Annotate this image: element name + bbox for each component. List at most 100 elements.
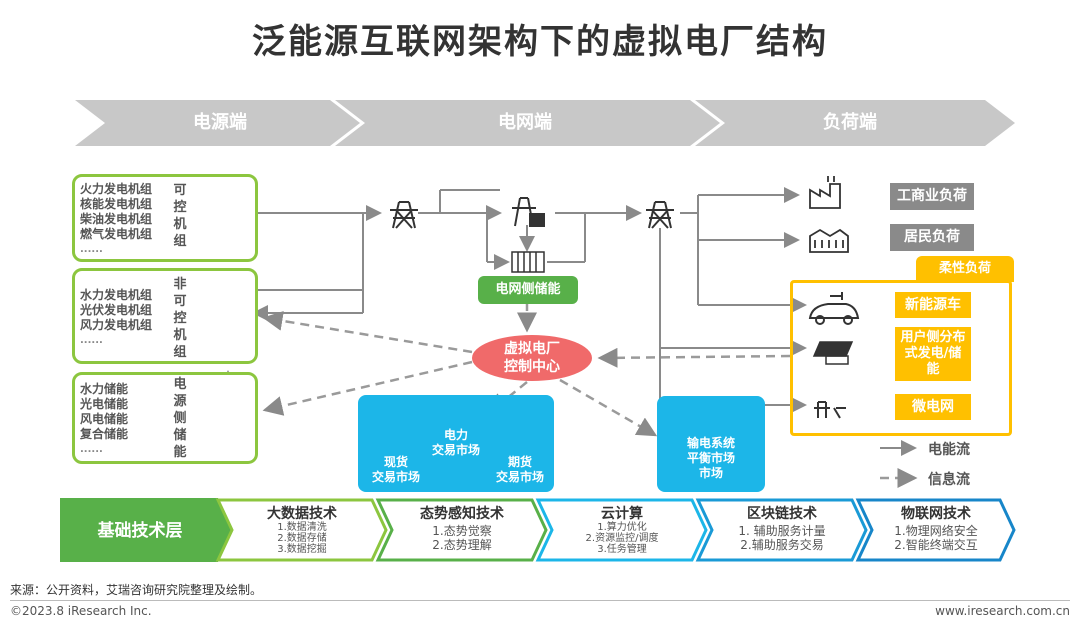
base-layer-block: [60, 498, 232, 562]
solar-storage-icon: [812, 341, 854, 365]
list-item: 核能发电机组: [80, 197, 153, 211]
label-line: 交易市场: [371, 470, 420, 484]
microgrid-icon: [814, 401, 846, 419]
tech-items: 1.物理网络安全 2.智能终端交互: [866, 524, 1006, 552]
tech-title: 大数据技术: [267, 506, 337, 522]
tech-chevron: [535, 498, 708, 562]
label-line: 用户侧分布: [900, 330, 966, 345]
noncontrollable-units-list: 水力发电机组 光伏发电机组 风力发电机组 ......: [80, 288, 152, 348]
tech-items: 1.态势觉察 2.态势理解: [392, 524, 532, 552]
factory-icon: [809, 176, 841, 209]
label-line: 平衡市场: [686, 451, 735, 465]
source-storage-box: [72, 372, 258, 464]
list-item: 光伏发电机组: [80, 303, 153, 317]
tech-title: 云计算: [601, 506, 643, 522]
storage-container-icon: [511, 251, 545, 273]
tech-chevron: [375, 498, 548, 562]
vpp-line2: 控制中心: [504, 359, 560, 375]
list-item: ......: [80, 335, 103, 346]
list-item: 3.任务管理: [597, 544, 647, 555]
list-item: 柴油发电机组: [80, 212, 153, 226]
tech-chevron: [215, 498, 388, 562]
header-grid: 电网端: [498, 112, 552, 133]
flexible-load-box: [790, 280, 1012, 436]
power-market-label: 电力 交易市场: [422, 428, 490, 458]
tech-title: 物联网技术: [901, 506, 971, 522]
label-line: 交易市场: [495, 470, 544, 484]
source-storage-label: 电源侧储能: [173, 377, 187, 460]
list-item: 1.态势觉察: [432, 524, 492, 538]
noncontrollable-units-box: [72, 268, 258, 364]
legend-info: 信息流: [928, 472, 970, 488]
list-item: 燃气发电机组: [80, 227, 153, 241]
header-load: 负荷端: [823, 112, 877, 133]
list-item: ......: [80, 444, 103, 455]
list-item: 复合储能: [80, 427, 129, 441]
distributed-load: 用户侧分布 式发电/储 能: [895, 327, 971, 381]
controllable-units-list: 火力发电机组 核能发电机组 柴油发电机组 燃气发电机组 ......: [80, 182, 152, 257]
legend-energy: 电能流: [928, 442, 970, 458]
header-chevron-load: [695, 100, 1015, 146]
base-layer-label: 基础技术层: [97, 521, 183, 541]
tech-items: 1. 辅助服务计量 2.辅助服务交易: [712, 524, 852, 552]
label-line: 能: [926, 362, 940, 377]
list-item: ......: [80, 244, 103, 255]
transmission-tower-icon: [646, 201, 674, 229]
residential-load: 居民负荷: [890, 224, 974, 251]
label-line: 现货: [383, 455, 408, 469]
spot-market-label: 现货 交易市场: [362, 455, 430, 485]
balance-market-label: 输电系统 平衡市场 市场: [667, 436, 755, 481]
label-line: 期货: [507, 455, 532, 469]
tech-items: 1.数据清洗 2.数据存储 3.数据挖掘: [232, 522, 372, 555]
footer-divider: [10, 600, 1070, 601]
list-item: 2.态势理解: [432, 538, 492, 552]
microgrid-load: 微电网: [895, 394, 971, 420]
trading-market-panel: [358, 395, 554, 492]
noncontrollable-units-label: 非可控机组: [173, 277, 187, 360]
tech-items: 1.算力优化 2.资源监控/调度 3.任务管理: [552, 522, 692, 555]
industrial-load: 工商业负荷: [890, 183, 974, 210]
futures-market-label: 期货 交易市场: [486, 455, 554, 485]
residential-building-icon: [809, 228, 849, 253]
list-item: 1.物理网络安全: [894, 524, 978, 538]
source-note: 来源：公开资料，艾瑞咨询研究院整理及绘制。: [10, 583, 263, 597]
ev-load: 新能源车: [895, 292, 971, 318]
list-item: 风力发电机组: [80, 318, 153, 332]
list-item: 光电储能: [80, 397, 129, 411]
tech-title: 区块链技术: [747, 506, 817, 522]
balance-market-panel: [657, 396, 765, 492]
header-chevron-grid: [335, 100, 720, 146]
list-item: 火力发电机组: [80, 182, 153, 196]
website-link[interactable]: www.iresearch.com.cn: [935, 604, 1070, 618]
list-item: 2.数据存储: [277, 533, 327, 544]
list-item: 3.数据挖掘: [277, 544, 327, 555]
electric-car-icon: [808, 292, 860, 325]
vpp-line1: 虚拟电厂: [504, 341, 560, 357]
list-item: 2.智能终端交互: [894, 538, 978, 552]
list-item: 2.资源监控/调度: [585, 533, 659, 544]
tech-chevron: [855, 498, 1016, 562]
page-title: 泛能源互联网架构下的虚拟电厂结构: [252, 22, 828, 62]
label-line: 交易市场: [431, 443, 480, 457]
list-item: 1.算力优化: [597, 522, 647, 533]
list-item: 2.辅助服务交易: [740, 538, 824, 552]
tech-title: 态势感知技术: [420, 506, 504, 522]
label-line: 输电系统: [686, 436, 735, 450]
header-chevron-source: [75, 100, 360, 146]
label-line: 市场: [698, 466, 723, 480]
list-item: 1. 辅助服务计量: [738, 524, 826, 538]
list-item: 风电储能: [80, 412, 129, 426]
flexible-load-title: 柔性负荷: [916, 256, 1014, 282]
grid-storage-label: 电网侧储能: [478, 276, 578, 304]
source-storage-list: 水力储能 光电储能 风电储能 复合储能 ......: [80, 382, 128, 457]
vpp-control-center: 虚拟电厂 控制中心: [472, 335, 592, 381]
list-item: 水力储能: [80, 382, 129, 396]
tech-chevron: [695, 498, 868, 562]
controllable-units-label: 可控机组: [173, 183, 187, 249]
header-source: 电源端: [193, 112, 247, 133]
list-item: 水力发电机组: [80, 288, 153, 302]
substation-icon: [512, 197, 545, 227]
copyright: ©2023.8 iResearch Inc.: [10, 604, 152, 618]
label-line: 式发电/储: [904, 346, 962, 361]
